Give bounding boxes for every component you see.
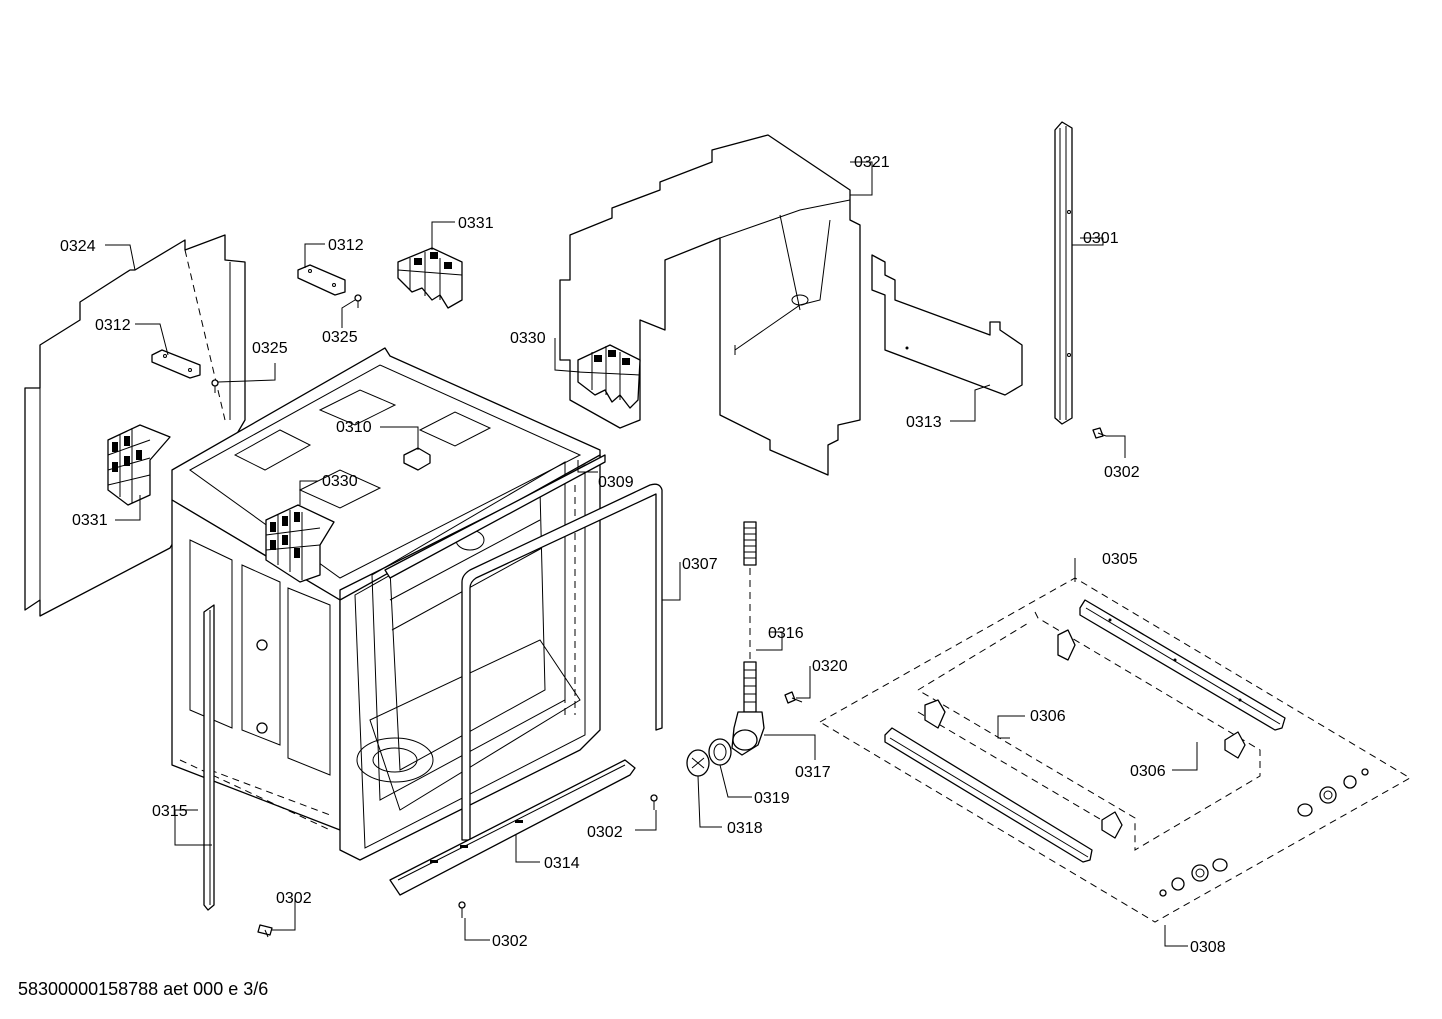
screw-0302-bottom-center <box>458 901 466 918</box>
label-0302-bottom-center: 0302 <box>492 933 528 950</box>
label-0331-left: 0331 <box>72 512 108 529</box>
panel-0313 <box>871 254 1023 396</box>
insulation-block-0331-top <box>397 247 463 309</box>
feet-set-0308 <box>1159 768 1369 897</box>
label-0312-left: 0312 <box>95 317 131 334</box>
screw-0325-top <box>354 294 362 308</box>
label-0317: 0317 <box>795 764 831 781</box>
label-0302-bottom-left: 0302 <box>276 890 312 907</box>
hose-0316 <box>743 521 757 713</box>
label-0325-left: 0325 <box>252 340 288 357</box>
label-0302-bottom-right: 0302 <box>587 824 623 841</box>
leader-lines <box>105 161 1198 947</box>
screw-0320 <box>784 691 803 704</box>
label-0306-upper: 0306 <box>1030 708 1066 725</box>
label-0305: 0305 <box>1102 551 1138 568</box>
bracket-0306-b <box>924 699 946 729</box>
label-0301: 0301 <box>1083 230 1119 247</box>
side-panel-0324 <box>24 234 246 617</box>
label-0325-top: 0325 <box>322 329 358 346</box>
label-0321: 0321 <box>854 154 890 171</box>
label-0330-tub: 0330 <box>322 473 358 490</box>
label-0316: 0316 <box>768 625 804 642</box>
seal-strip-0309 <box>384 454 606 579</box>
label-0315: 0315 <box>152 803 188 820</box>
side-strip-0315 <box>203 604 215 911</box>
label-0319: 0319 <box>754 790 790 807</box>
label-0330-cover: 0330 <box>510 330 546 347</box>
insulation-block-0330-cover <box>577 344 641 409</box>
bracket-0312-left <box>151 349 201 379</box>
filter-0318 <box>686 749 710 777</box>
bottom-rail-0314 <box>389 759 636 896</box>
vertical-rail-0301 <box>1054 121 1073 425</box>
label-0324: 0324 <box>60 238 96 255</box>
screw-0325-left <box>211 379 219 393</box>
document-code: 58300000158788 aet 000 e 3/6 <box>18 979 269 999</box>
screw-0302-bottom-right <box>650 794 658 810</box>
insulation-block-0330-tub <box>265 504 335 583</box>
base-frame-0305 <box>819 577 1411 923</box>
label-0310: 0310 <box>336 419 372 436</box>
nut-0319 <box>708 738 732 766</box>
screw-0302-bottom-left <box>257 924 273 938</box>
label-0331-top: 0331 <box>458 215 494 232</box>
bracket-0306-d <box>1101 811 1123 839</box>
label-0320: 0320 <box>812 658 848 675</box>
label-0313: 0313 <box>906 414 942 431</box>
valve-0317 <box>731 711 765 756</box>
label-0306-lower: 0306 <box>1130 763 1166 780</box>
label-0314: 0314 <box>544 855 580 872</box>
bracket-0312-top <box>297 264 346 296</box>
label-0309: 0309 <box>598 474 634 491</box>
part-labels: 0324 0312 0325 0331 0312 0325 0331 0330 … <box>60 154 1226 956</box>
bracket-0306-a <box>1057 629 1076 661</box>
insulation-block-0331-left <box>107 424 171 506</box>
screw-0302-right <box>1092 427 1107 439</box>
label-0312-top: 0312 <box>328 237 364 254</box>
label-0307: 0307 <box>682 556 718 573</box>
label-0308: 0308 <box>1190 939 1226 956</box>
top-insulation-cover-0321 <box>559 134 861 476</box>
door-gasket-0307 <box>461 483 663 841</box>
bracket-0306-c <box>1224 731 1246 759</box>
label-0302-right: 0302 <box>1104 464 1140 481</box>
label-0318: 0318 <box>727 820 763 837</box>
